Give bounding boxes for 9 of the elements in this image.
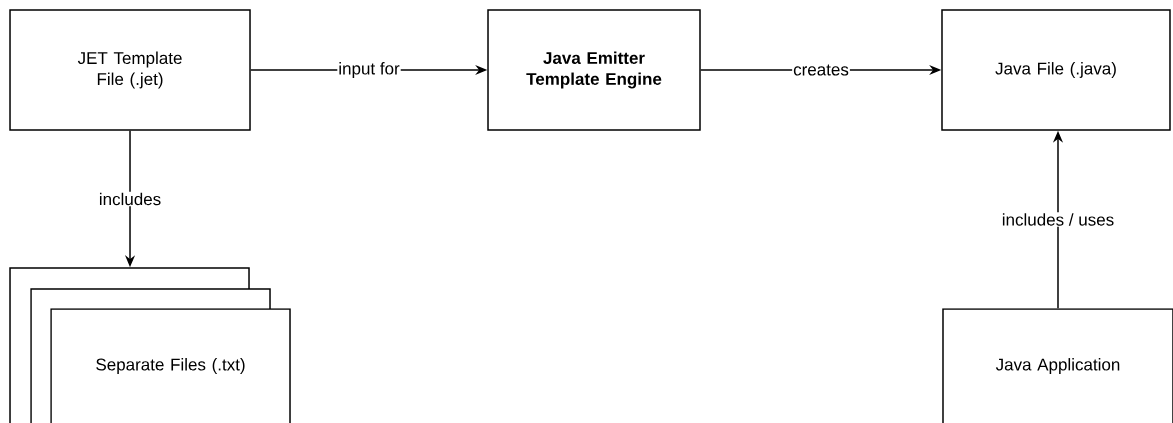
edge-label: includes bbox=[97, 191, 163, 207]
edge-label: input for bbox=[337, 61, 401, 79]
process-box: Java Application bbox=[942, 308, 1173, 423]
process-box: JET Template File (.jet) bbox=[9, 9, 251, 131]
process-box: Java File (.java) bbox=[941, 9, 1171, 131]
edge-label: creates bbox=[792, 63, 850, 77]
edge-label: includes / uses bbox=[1000, 212, 1116, 227]
document-stack: Separate Files (.txt) bbox=[9, 267, 291, 423]
process-box: Java Emitter Template Engine bbox=[487, 9, 701, 131]
